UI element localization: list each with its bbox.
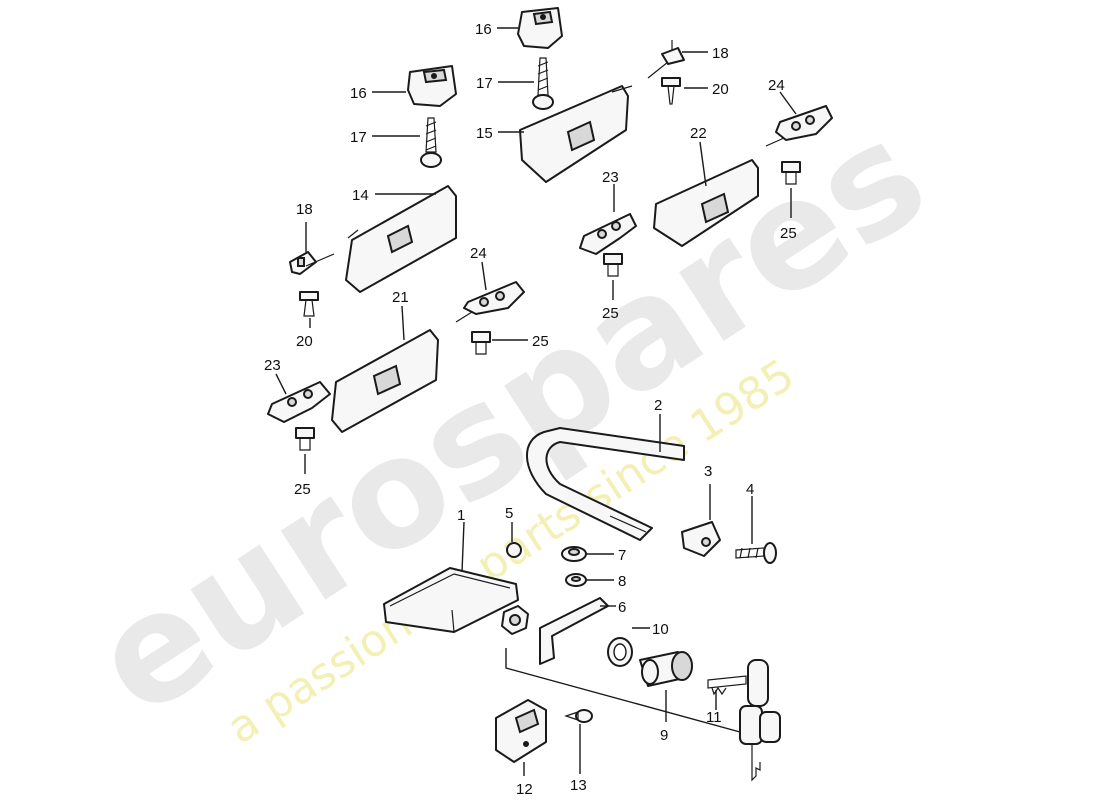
- callout-13: 13: [570, 777, 587, 794]
- callout-17-left: 17: [350, 129, 367, 146]
- callout-10: 10: [652, 621, 669, 638]
- leader-22: [699, 141, 707, 187]
- leader-24-right: [779, 91, 797, 115]
- callout-4: 4: [746, 481, 754, 498]
- callout-21: 21: [392, 289, 409, 306]
- callout-24-center: 24: [470, 245, 487, 262]
- bolt-25-left: [295, 427, 315, 451]
- sun-visor-21: [331, 329, 439, 433]
- callout-23-right: 23: [602, 169, 619, 186]
- callout-18-left: 18: [296, 201, 313, 218]
- callout-16-top: 16: [475, 21, 492, 38]
- callout-7: 7: [618, 547, 626, 564]
- callout-24-right: 24: [768, 77, 785, 94]
- callout-22: 22: [690, 125, 707, 142]
- callout-14: 14: [352, 187, 369, 204]
- visor-hinge-24-center: [455, 281, 525, 323]
- leader-21: [401, 305, 405, 341]
- screw-17-left: [420, 117, 442, 168]
- screw-13: [564, 709, 593, 723]
- callout-20-left: 20: [296, 333, 313, 350]
- leader-1: [461, 521, 465, 573]
- lock-bezel-12: [495, 699, 547, 763]
- cap-5: [506, 542, 522, 558]
- callout-1: 1: [457, 507, 465, 524]
- lock-cylinder-9: [639, 651, 693, 687]
- bolt-25-right: [781, 161, 801, 185]
- visor-hinge-23-left: [267, 381, 331, 423]
- sun-visor-14: [345, 185, 457, 293]
- watermark: eurospares a passion for parts since 198…: [65, 88, 955, 755]
- callout-9: 9: [660, 727, 668, 744]
- callout-15: 15: [476, 125, 493, 142]
- bracket-6: [539, 597, 609, 665]
- glove-box-1: [383, 567, 519, 633]
- callout-17-top: 17: [476, 75, 493, 92]
- callout-25-right: 25: [780, 225, 797, 242]
- callout-25-left: 25: [294, 481, 311, 498]
- callout-20-right: 20: [712, 81, 729, 98]
- washer-8: [565, 573, 587, 587]
- visor-clip-18-right: [647, 40, 685, 79]
- screw-4: [735, 542, 777, 564]
- callout-16-left: 16: [350, 85, 367, 102]
- visor-clip-18-left: [289, 251, 335, 275]
- leader-24-center: [481, 261, 487, 291]
- callout-2: 2: [654, 397, 662, 414]
- visor-hinge-23-right: [579, 213, 637, 255]
- bolt-25-center: [603, 253, 623, 277]
- latch-nut: [501, 605, 529, 635]
- callout-25-center: 25: [602, 305, 619, 322]
- bolt-25-mid: [471, 331, 491, 355]
- callout-6: 6: [618, 599, 626, 616]
- leader-23-left: [275, 373, 287, 395]
- strap-end-3: [681, 521, 721, 557]
- mount-block-16-top: [517, 7, 563, 49]
- visor-hinge-24-right: [765, 105, 833, 147]
- keys-11: [707, 659, 781, 782]
- ring-10: [607, 637, 633, 667]
- mount-block-16-left: [407, 65, 457, 107]
- screw-20-right: [661, 77, 681, 105]
- sun-visor-22: [653, 159, 759, 247]
- callout-11: 11: [706, 709, 722, 726]
- watermark-brand: eurospares: [65, 88, 955, 750]
- callout-3: 3: [704, 463, 712, 480]
- callout-5: 5: [505, 505, 513, 522]
- callout-12: 12: [516, 781, 533, 798]
- callout-8: 8: [618, 573, 626, 590]
- screw-20-left: [299, 291, 319, 317]
- callout-23-left: 23: [264, 357, 281, 374]
- nut-7: [561, 546, 587, 562]
- callout-25-mid: 25: [532, 333, 549, 350]
- screw-17-top: [532, 57, 554, 110]
- strap-2: [526, 427, 685, 541]
- callout-18-right: 18: [712, 45, 729, 62]
- sun-visor-15: [519, 85, 633, 183]
